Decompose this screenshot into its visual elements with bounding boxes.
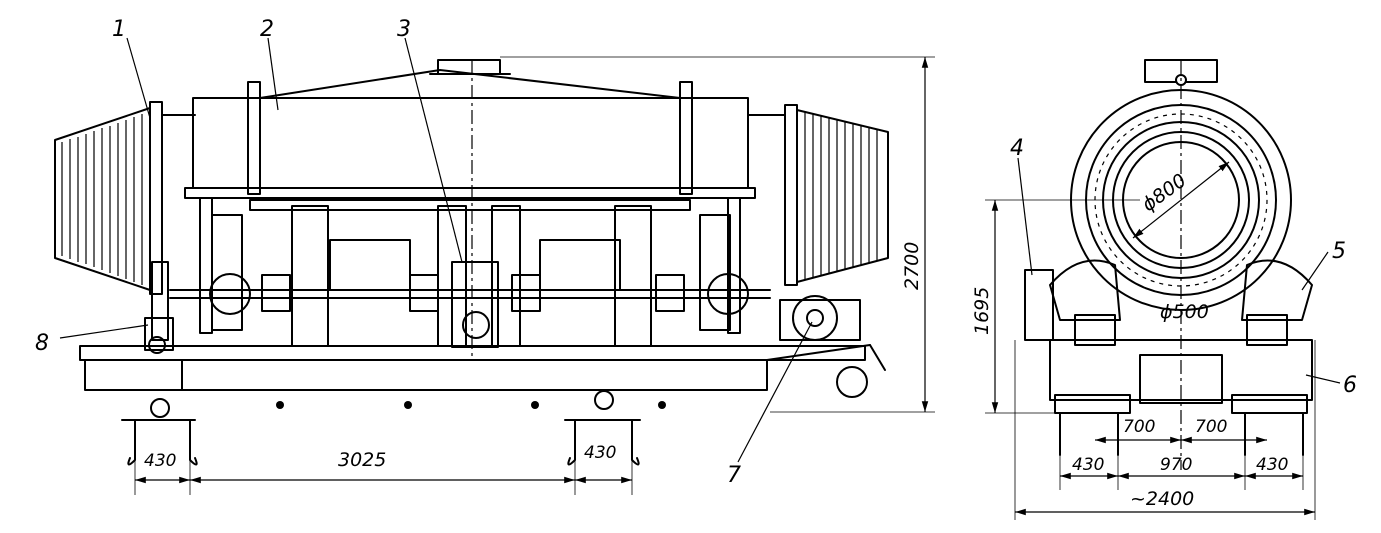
- front-view: [985, 59, 1341, 520]
- dim-front-center: 970: [1160, 455, 1192, 475]
- dim-side-gauge-left: 430: [144, 451, 176, 471]
- side-view: [54, 37, 935, 495]
- base-frame: [79, 344, 886, 409]
- side-dimension-lines: [134, 56, 935, 495]
- dim-side-wheelbase: 3025: [338, 449, 386, 471]
- dim-tube-outer: ϕ800: [1138, 170, 1190, 216]
- dim-front-overall-width: ~2400: [1130, 488, 1194, 510]
- callout-4: 4: [1010, 136, 1024, 161]
- callout-6: 6: [1343, 373, 1357, 398]
- dim-front-gauge-left: 430: [1072, 455, 1104, 475]
- support-frame: [199, 197, 741, 347]
- drive-unit: [779, 295, 868, 398]
- dim-tube-inner: ϕ500: [1160, 301, 1209, 323]
- dim-front-half-left: 700: [1123, 417, 1155, 437]
- callout-3: 3: [397, 17, 411, 42]
- callout-7: 7: [727, 463, 741, 488]
- front-leader-lines: [1017, 157, 1341, 384]
- callout-1: 1: [112, 17, 126, 42]
- drum-housing: [184, 59, 756, 360]
- front-side-brackets: [1024, 259, 1313, 346]
- dim-height-total: 2700: [901, 242, 923, 290]
- front-dimension-lines: [985, 60, 1316, 520]
- drive-shaft: [169, 273, 771, 315]
- side-leader-lines: [59, 37, 813, 463]
- callout-labels: 1 2 3 4 5 6 7 8: [35, 17, 1357, 488]
- callout-2: 2: [260, 17, 274, 42]
- dimension-labels: 2700 1695 430 3025 430 ϕ800 ϕ500 700 700…: [144, 170, 1288, 510]
- dim-front-gauge-right: 430: [1256, 455, 1288, 475]
- left-cone-filter: [54, 101, 196, 295]
- right-cone-filter: [747, 104, 889, 286]
- dim-side-gauge-right: 430: [584, 443, 616, 463]
- callout-5: 5: [1332, 239, 1346, 264]
- support-post: [144, 261, 174, 354]
- callout-8: 8: [35, 331, 49, 356]
- dim-height-axis: 1695: [971, 287, 993, 335]
- dim-front-half-right: 700: [1195, 417, 1227, 437]
